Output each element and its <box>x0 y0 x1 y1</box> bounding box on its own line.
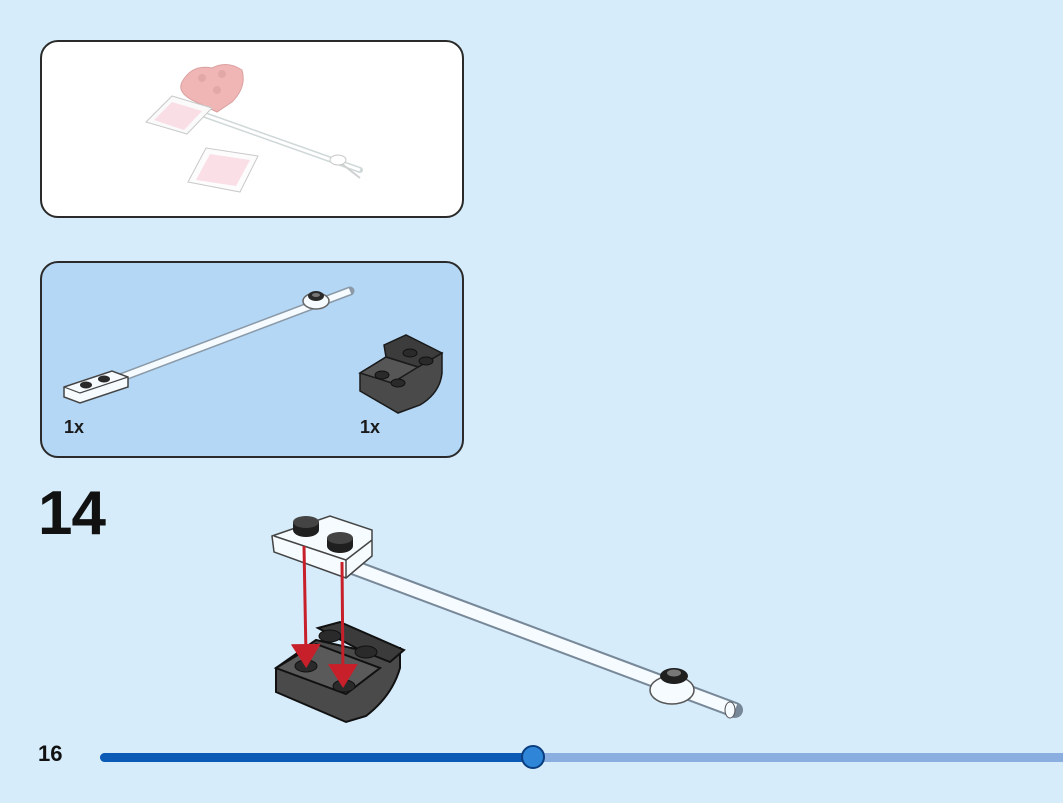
progress-knob-icon <box>521 745 546 769</box>
progress-bar <box>100 745 1063 769</box>
assembly-arrows <box>290 545 358 688</box>
dark-grey-inverted-slope-part <box>358 334 444 414</box>
progress-fill <box>100 753 534 762</box>
part-quantity-1: 1x <box>64 417 85 437</box>
part-quantity-2: 1x <box>360 417 381 437</box>
preview-panel <box>40 40 464 218</box>
faded-model-preview <box>145 64 363 193</box>
parts-list-panel: 1x 1x <box>40 261 464 458</box>
page-number: 16 <box>38 741 63 766</box>
transparent-plate-with-bar-part <box>63 286 355 404</box>
step-number: 14 <box>38 479 106 548</box>
parts-illustrations <box>63 286 444 414</box>
inverted-slope-brick <box>273 620 406 724</box>
bar-assembly <box>271 515 743 719</box>
